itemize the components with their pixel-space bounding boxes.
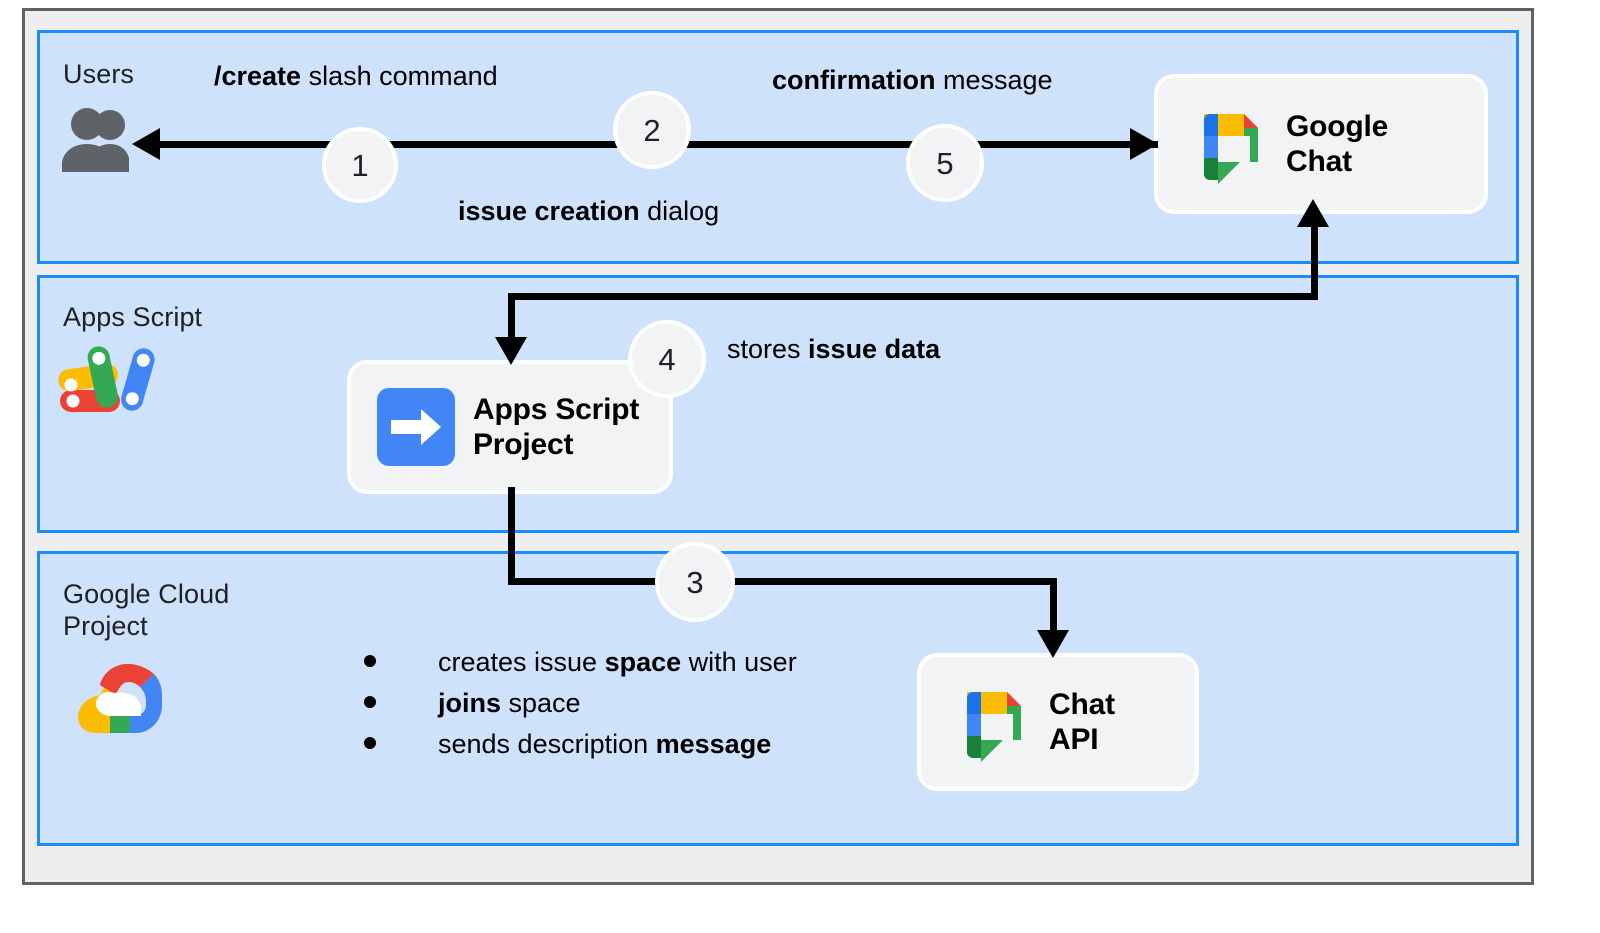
step-badge-5: 5 <box>906 124 984 202</box>
bullet-dot-icon <box>364 737 376 749</box>
google-chat-logo-icon <box>1204 114 1258 184</box>
caption-issue-creation-dialog: issue creation dialog <box>458 195 719 227</box>
bullet-2-post: space <box>501 688 581 718</box>
caption-slash-command-rest: slash command <box>301 61 498 91</box>
step-badge-4: 4 <box>628 320 706 398</box>
connector-4-vertical-right <box>1311 225 1318 300</box>
connector-4-vertical-left <box>508 293 515 343</box>
caption-slash-command: /create slash command <box>214 60 498 92</box>
caption-slash-command-bold: /create <box>214 61 302 91</box>
bullet-3-pre: sends description <box>438 729 656 759</box>
arrow-head-to-users <box>132 128 160 160</box>
lane-google-cloud <box>37 551 1519 846</box>
caption-dialog-bold: issue creation <box>458 196 640 226</box>
connector-4-horizontal <box>508 293 1318 300</box>
lane-users-title: Users <box>63 59 135 89</box>
bullet-1-pre: creates issue <box>438 647 605 677</box>
bullet-dot-icon <box>364 655 376 667</box>
arrow-head-4-to-google-chat <box>1297 199 1329 227</box>
bullet-1-bold: space <box>604 647 682 677</box>
node-google-chat[interactable]: Google Chat <box>1158 78 1484 210</box>
lane-apps-script <box>37 275 1519 533</box>
list-item: joins space <box>364 683 797 724</box>
node-google-chat-label: Google Chat <box>1286 109 1389 178</box>
step-badge-2: 2 <box>613 91 691 169</box>
node-chat-api-label: Chat API <box>1049 687 1115 756</box>
google-chat-logo-icon <box>967 692 1021 762</box>
caption-stores-bold: issue data <box>808 334 941 364</box>
node-apps-script-project-label: Apps Script Project <box>473 392 640 461</box>
cloud-actions-list: creates issue space with user joins spac… <box>364 642 797 765</box>
caption-stores-prefix: stores <box>727 334 809 364</box>
lane-apps-script-title: Apps Script <box>63 302 203 332</box>
arrow-head-to-google-chat <box>1130 128 1158 160</box>
connector-3-horizontal <box>508 578 1057 585</box>
apps-script-logo-icon <box>58 346 155 412</box>
caption-confirmation-message: confirmation message <box>772 64 1053 96</box>
caption-confirmation-rest: message <box>935 65 1053 95</box>
step-badge-3: 3 <box>655 542 735 622</box>
google-cloud-logo-icon <box>78 664 162 733</box>
list-item: creates issue space with user <box>364 642 797 683</box>
caption-confirmation-bold: confirmation <box>772 65 936 95</box>
node-chat-api[interactable]: Chat API <box>921 657 1195 787</box>
users-icon <box>62 108 129 172</box>
bullet-2-bold: joins <box>438 688 502 718</box>
connector-3-vertical-right <box>1050 578 1057 638</box>
connector-3-vertical-left <box>508 487 515 585</box>
bullet-1-post: with user <box>681 647 797 677</box>
apps-script-project-icon <box>377 388 455 466</box>
node-apps-script-project[interactable]: Apps Script Project <box>351 364 669 490</box>
arrow-head-3-to-chat-api <box>1037 630 1069 658</box>
caption-stores-issue-data: stores issue data <box>727 333 940 365</box>
step-badge-1: 1 <box>322 127 398 203</box>
bullet-3-bold: message <box>655 729 772 759</box>
lane-google-cloud-title: Google Cloud Project <box>63 579 230 641</box>
arrow-head-4-to-apps-script-project <box>495 337 527 365</box>
bullet-dot-icon <box>364 696 376 708</box>
caption-dialog-rest: dialog <box>639 196 720 226</box>
list-item: sends description message <box>364 724 797 765</box>
